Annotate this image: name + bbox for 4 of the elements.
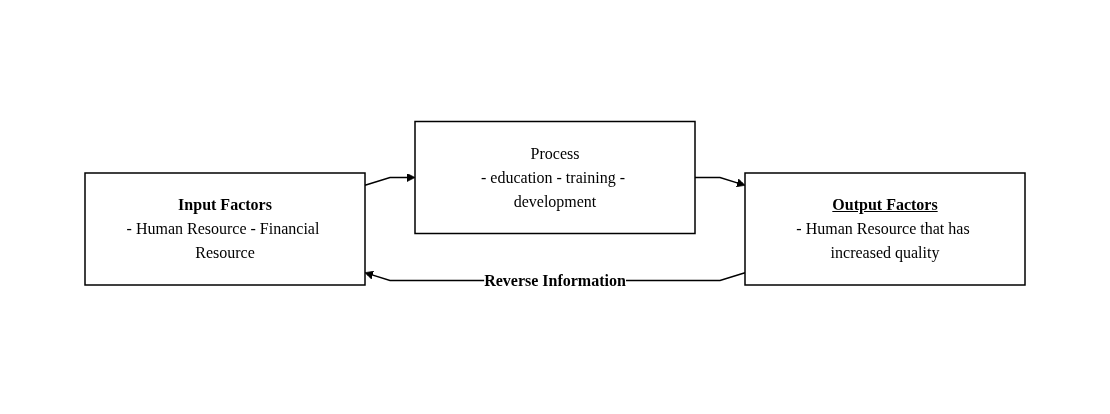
edge-label: Reverse Information — [484, 271, 626, 289]
node-box: Output Factors - Human Resource that has increased quality — [744, 172, 1026, 286]
node-box: Process - education - training - development — [414, 120, 696, 235]
node-box: Input Factors - Human Resource - Financial Resource — [84, 172, 366, 286]
